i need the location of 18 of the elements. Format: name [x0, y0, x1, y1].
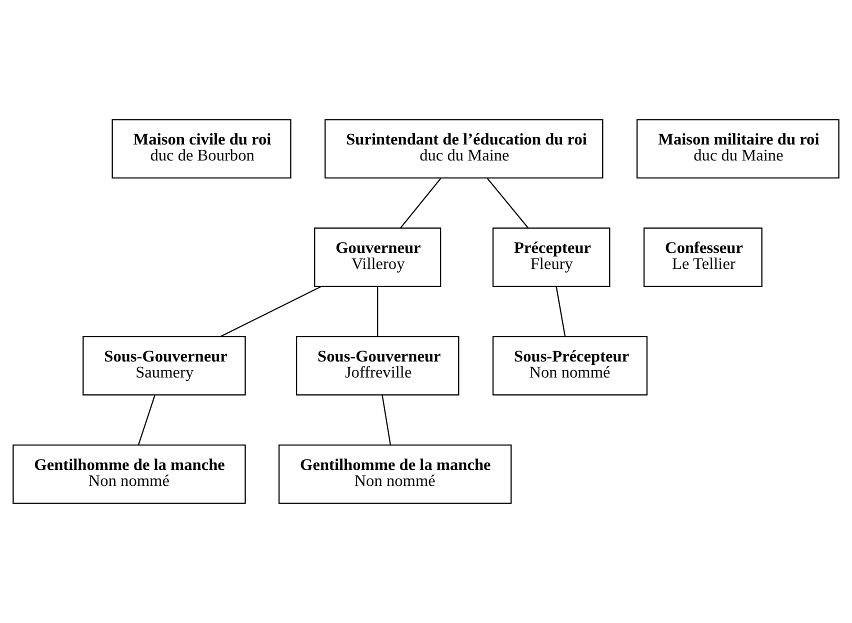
node-box: Sous-Gouverneur Joffreville	[296, 336, 460, 396]
node-box: Gentilhomme de la manche Non nommé	[12, 444, 246, 504]
connector	[382, 395, 392, 445]
node-box: Précepteur Fleury	[492, 228, 610, 287]
connector	[220, 286, 322, 337]
connector	[138, 395, 156, 446]
node-box: Sous-Gouverneur Saumery	[82, 336, 246, 396]
node-box: Sous-Précepteur Non nommé	[492, 336, 648, 396]
node-box: Gentilhomme de la manche Non nommé	[278, 444, 512, 504]
node-box: Maison civile du roi duc de Bourbon	[112, 119, 292, 179]
connector	[486, 178, 529, 228]
connector	[400, 178, 442, 228]
node-box: Surintendant de l’éducation du roi duc du Maine	[324, 119, 604, 179]
connector	[377, 286, 378, 336]
node-box: Maison militaire du roi duc du Maine	[636, 119, 840, 179]
node-box: Confesseur Le Tellier	[644, 228, 762, 287]
node-box: Gouverneur Villeroy	[314, 228, 442, 287]
connector	[556, 286, 566, 337]
